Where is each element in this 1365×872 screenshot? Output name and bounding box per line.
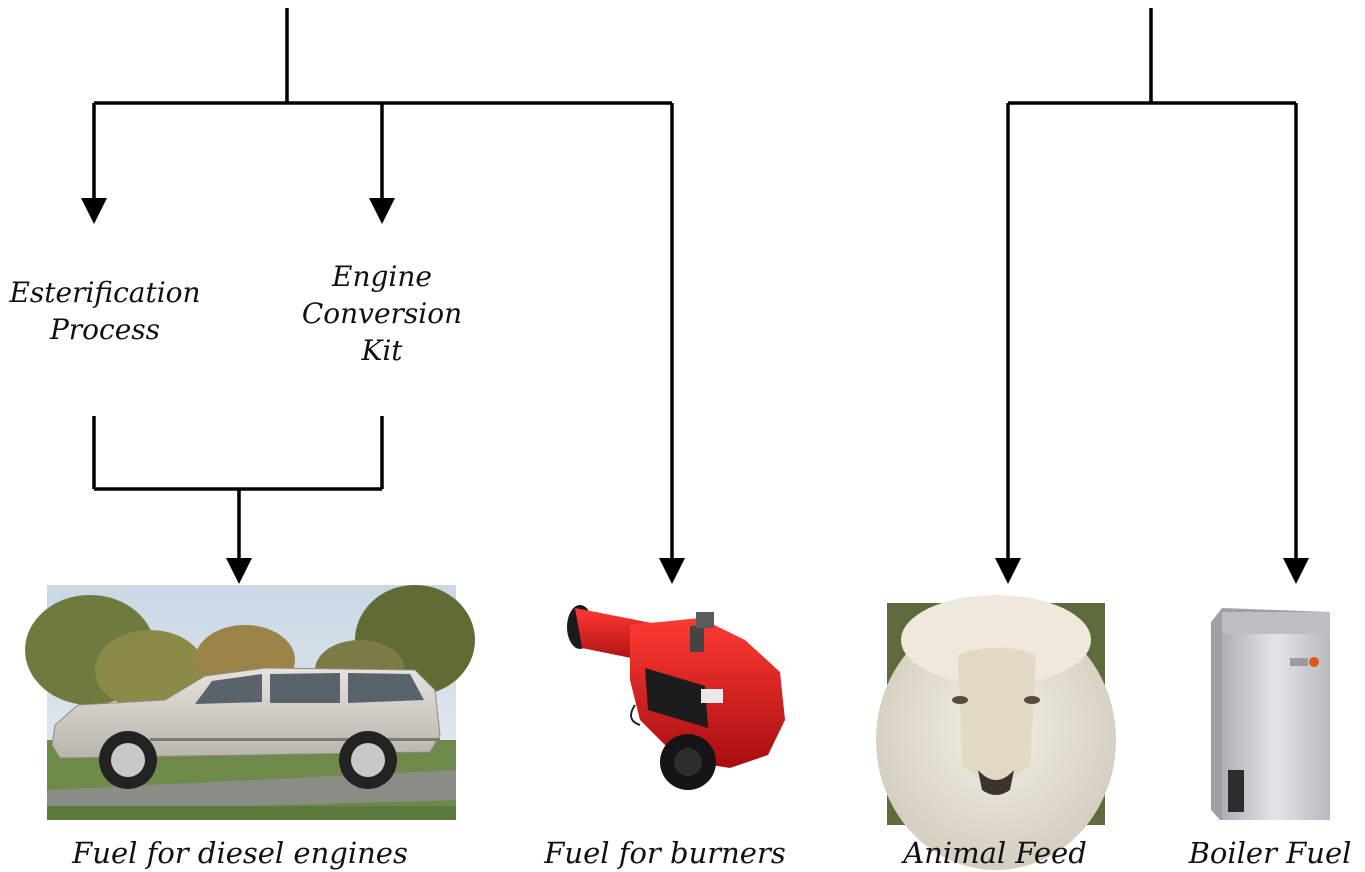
car-photo xyxy=(25,585,475,820)
engine-kit-line-3: Kit xyxy=(361,334,403,367)
caption-burners: Fuel for burners xyxy=(544,836,786,870)
caption-diesel-engines: Fuel for diesel engines xyxy=(72,836,408,870)
arrowhead-boiler-fuel xyxy=(1283,558,1309,584)
engine-kit-line-2: Conversion xyxy=(301,297,463,330)
engine-kit-line-1: Engine xyxy=(332,260,432,293)
engine-conversion-kit-label: Engine Conversion Kit xyxy=(290,258,474,369)
burner-photo xyxy=(567,605,785,790)
arrowhead-diesel xyxy=(226,558,252,584)
esterification-line-2: Process xyxy=(49,313,161,346)
sheep-photo xyxy=(876,595,1116,870)
caption-animal-feed: Animal Feed xyxy=(903,836,1087,870)
boiler-photo xyxy=(1211,608,1330,820)
caption-boiler-fuel: Boiler Fuel xyxy=(1188,836,1352,870)
esterification-line-1: Esterification xyxy=(9,276,201,309)
arrowhead-burners xyxy=(659,558,685,584)
arrowhead-animal-feed xyxy=(995,558,1021,584)
esterification-process-label: Esterification Process xyxy=(5,274,205,348)
right-tree-connectors xyxy=(1006,8,1298,560)
right-tree-arrowheads xyxy=(995,558,1309,584)
left-tree-arrowheads xyxy=(81,198,685,584)
arrowhead-engine-kit xyxy=(369,198,395,224)
arrowhead-esterification xyxy=(81,198,107,224)
left-tree-connectors xyxy=(92,8,674,560)
